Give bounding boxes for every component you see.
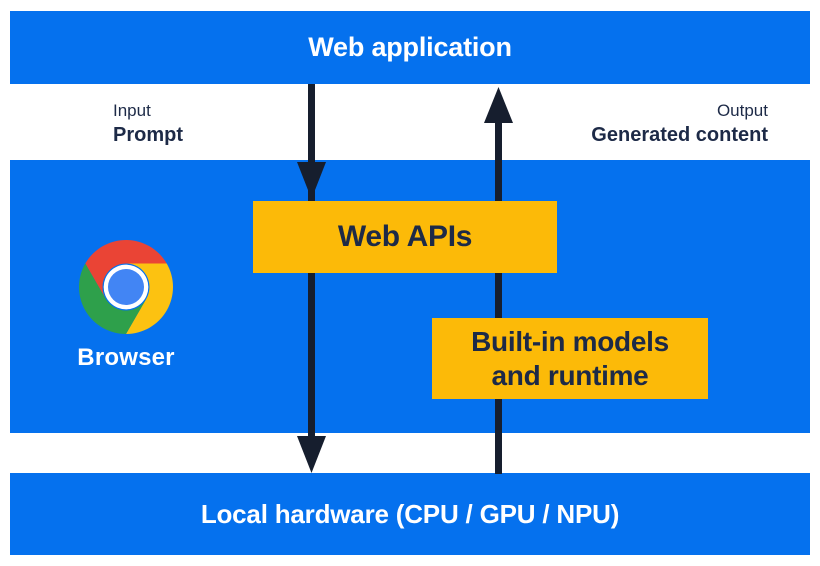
chrome-icon bbox=[79, 240, 173, 334]
input-caption: Input bbox=[113, 101, 151, 120]
input-value: Prompt bbox=[113, 124, 183, 147]
web-apis-box: Web APIs bbox=[253, 201, 557, 273]
builtin-models-line1: Built-in models bbox=[471, 325, 669, 357]
local-hardware-label: Local hardware (CPU / GPU / NPU) bbox=[200, 498, 620, 529]
builtin-models-label: Built-in models and runtime bbox=[471, 325, 669, 393]
web-apis-label: Web APIs bbox=[337, 220, 473, 253]
builtin-models-box: Built-in models and runtime bbox=[432, 318, 708, 399]
browser-label: Browser bbox=[77, 344, 175, 371]
input-labels: Input Prompt bbox=[113, 100, 183, 148]
web-application-bar: Web application bbox=[10, 11, 810, 84]
output-caption: Output bbox=[716, 101, 768, 120]
web-application-label: Web application bbox=[308, 32, 512, 62]
output-labels: Output Generated content bbox=[591, 100, 768, 148]
builtin-models-line2: and runtime bbox=[491, 359, 649, 391]
local-hardware-bar: Local hardware (CPU / GPU / NPU) bbox=[10, 473, 810, 555]
output-value: Generated content bbox=[591, 124, 768, 147]
